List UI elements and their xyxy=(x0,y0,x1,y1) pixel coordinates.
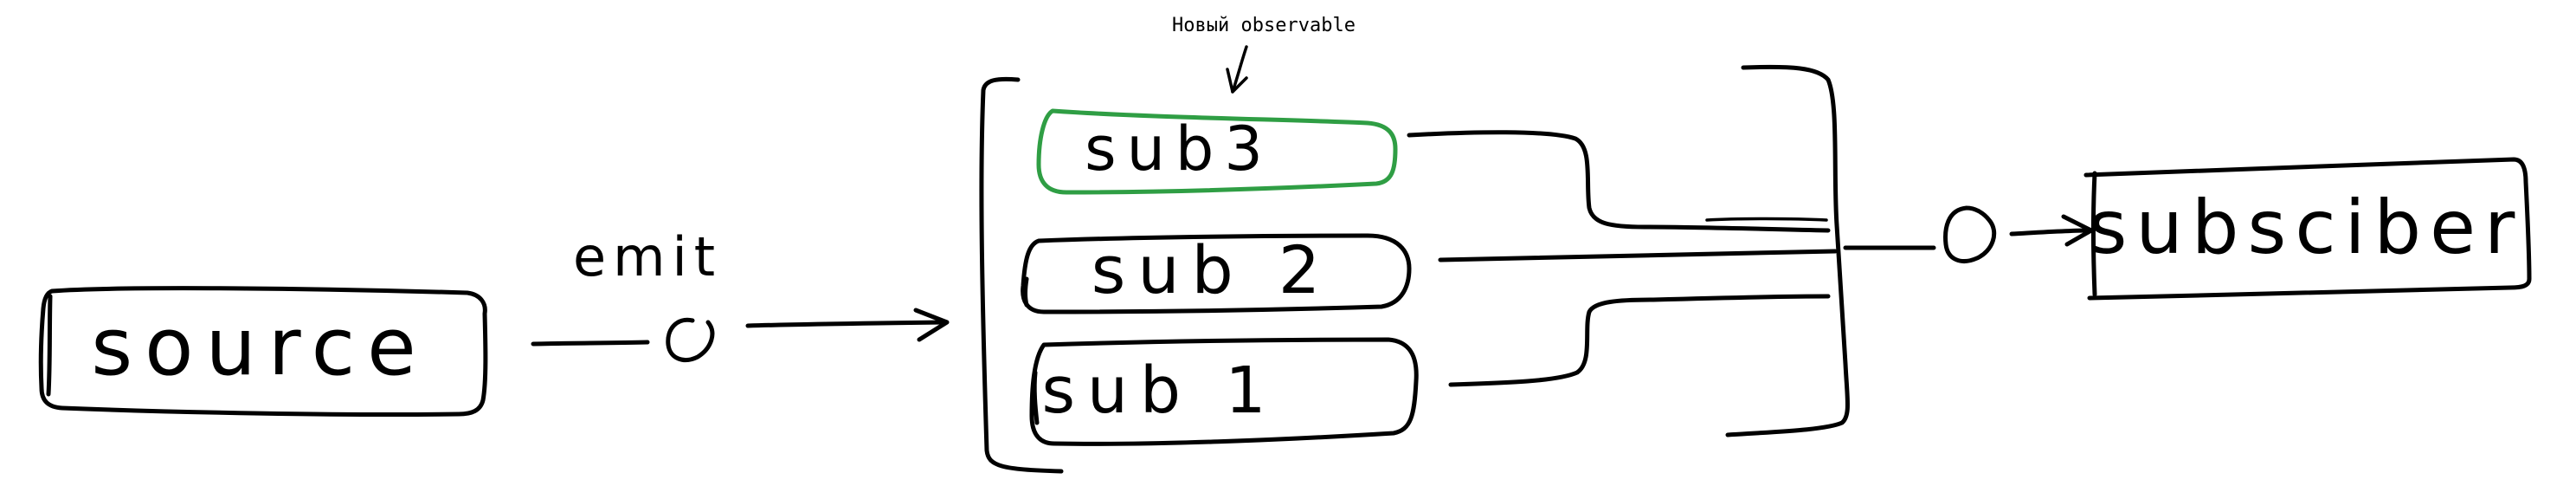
annotation-arrow xyxy=(1231,45,1248,94)
sub3-box xyxy=(1036,108,1398,195)
source-node: source xyxy=(38,286,488,418)
source-box-overstroke xyxy=(46,294,53,397)
sub1-box-overstroke xyxy=(1032,370,1040,425)
annotation-label: Новый observable xyxy=(1172,15,1356,36)
observable-sub2: sub 2 xyxy=(1021,231,1412,314)
subscriber-box-left xyxy=(2091,171,2097,297)
merge-line-sub3 xyxy=(1407,130,1831,233)
subscriber-node: subsciber xyxy=(2083,157,2532,301)
source-box xyxy=(38,286,488,418)
group-bracket-left xyxy=(979,76,1064,474)
emit-arrowhead xyxy=(913,308,950,342)
output-value-circle xyxy=(1943,205,1997,263)
merge-line-sub2 xyxy=(1438,249,1838,262)
output-arrow xyxy=(1843,205,2094,263)
merge-lines xyxy=(1407,130,1838,387)
observable-sub1: sub 1 xyxy=(1029,337,1419,446)
emit-value-circle xyxy=(666,317,715,362)
source-label: source xyxy=(91,301,428,393)
emit-line-right xyxy=(745,320,948,328)
annotation-arrowhead xyxy=(1226,68,1248,94)
subscriber-label: subsciber xyxy=(2089,185,2524,271)
group-bracket-right xyxy=(1725,64,1850,437)
output-line-right xyxy=(2009,228,2092,237)
merge-line-top xyxy=(1705,217,1828,222)
sub2-label: sub 2 xyxy=(1092,231,1333,308)
observable-sub3: sub3 xyxy=(1036,108,1398,195)
sub3-label: sub3 xyxy=(1085,113,1273,185)
merge-line-sub1 xyxy=(1448,294,1831,387)
subscriber-box xyxy=(2083,157,2532,301)
sub1-box xyxy=(1029,337,1419,446)
sub1-label: sub 1 xyxy=(1041,353,1278,428)
sub2-box-overstroke xyxy=(1023,276,1029,308)
emit-line-left xyxy=(531,340,650,347)
emit-arrow: emit xyxy=(531,225,950,362)
emit-label: emit xyxy=(573,225,722,288)
new-observable-annotation: Новый observable xyxy=(1172,15,1356,94)
